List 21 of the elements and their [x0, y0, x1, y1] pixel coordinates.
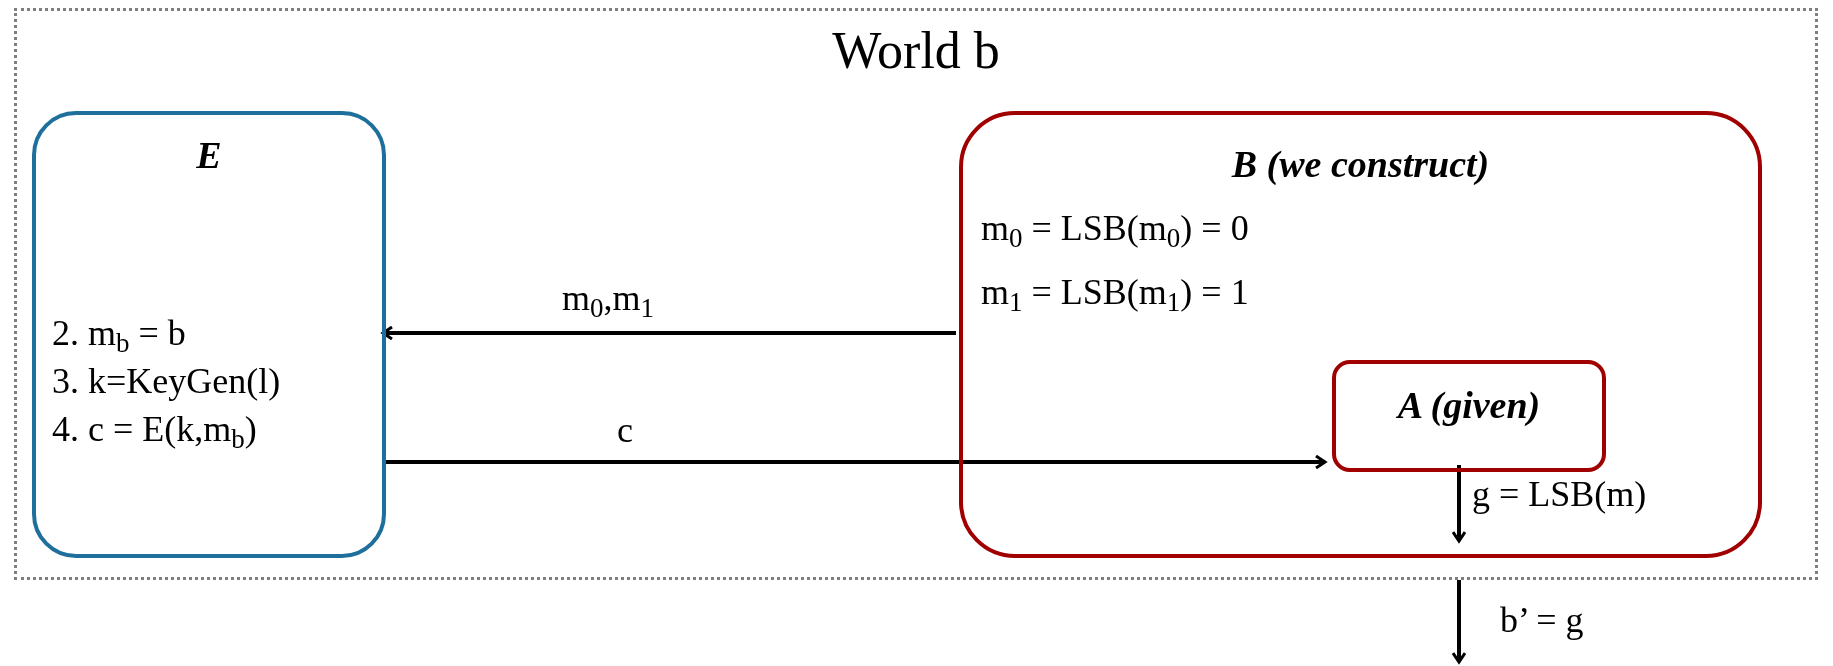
entity-box [32, 111, 386, 558]
entity-box [959, 111, 1762, 558]
node-text: 3. k=KeyGen(l) [52, 360, 281, 403]
node-text: m$_{0}$ = LSB(m$_{0}$) = 0 [981, 207, 1249, 251]
node-text: m$_{1}$ = LSB(m$_{1}$) = 1 [981, 271, 1249, 315]
node-heading: A (given) [1397, 383, 1541, 428]
arrow [1451, 580, 1467, 664]
arrow [383, 454, 1327, 470]
arrow [1451, 465, 1467, 543]
dotted-frame [14, 8, 1818, 580]
node-heading: B (we construct) [1231, 142, 1490, 187]
edge-label: b’ = g [1500, 599, 1584, 642]
arrow [381, 325, 956, 341]
node-text: 2. m$_{b}$ = b [52, 312, 186, 355]
node-text: 4. c = E(k,m$_{b}$) [52, 408, 257, 451]
edge-label: m$_{0}$,m$_{1}$ [562, 277, 654, 320]
edge-label: g = LSB(m) [1472, 473, 1647, 516]
entity-box [1332, 360, 1606, 472]
node-heading: E [196, 133, 222, 177]
edge-label: c [617, 409, 633, 452]
node-heading: World b [832, 21, 1000, 81]
